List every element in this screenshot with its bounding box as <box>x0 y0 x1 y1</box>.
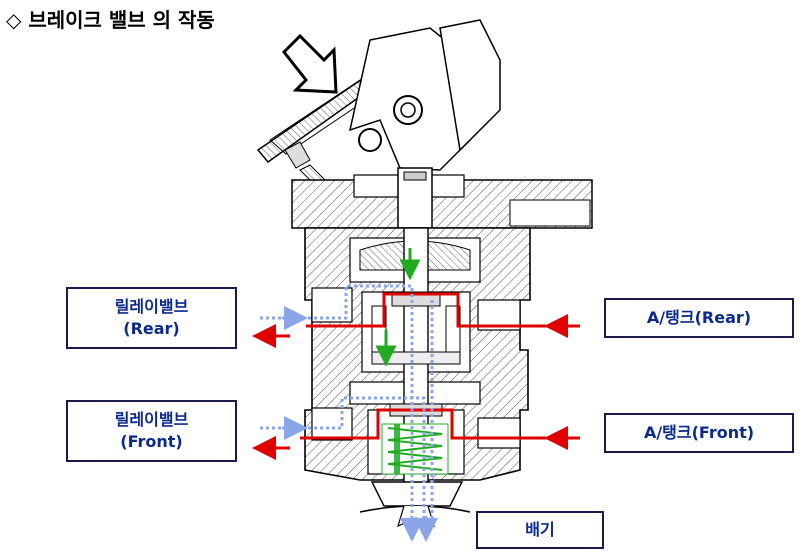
label-tank-rear-text: A/탱크(Rear) <box>646 308 752 328</box>
label-relay-front-name: 릴레이밸브 <box>114 410 189 430</box>
label-relay-rear: 릴레이밸브 (Rear) <box>66 287 237 349</box>
label-relay-front: 릴레이밸브 (Front) <box>66 400 237 462</box>
input-arrow-icon <box>281 33 338 94</box>
label-tank-front-text: A/탱크(Front) <box>643 423 755 443</box>
label-exhaust: 배기 <box>476 511 604 549</box>
mounting-flange <box>291 167 593 229</box>
exhaust-flow-lines <box>260 284 434 520</box>
pressure-flow-lines <box>300 292 548 440</box>
label-exhaust-text: 배기 <box>525 520 555 540</box>
exhaust-outlet <box>359 481 471 528</box>
valve-body <box>304 227 531 489</box>
return-spring <box>381 423 449 475</box>
page-title: ◇ 브레이크 밸브 의 작동 <box>6 8 215 32</box>
pedal-assembly <box>256 19 501 201</box>
label-relay-front-position: (Front) <box>120 432 183 451</box>
label-tank-front: A/탱크(Front) <box>604 413 794 453</box>
label-tank-rear: A/탱크(Rear) <box>604 298 794 338</box>
label-relay-rear-position: (Rear) <box>123 319 180 338</box>
label-relay-rear-name: 릴레이밸브 <box>114 297 189 317</box>
